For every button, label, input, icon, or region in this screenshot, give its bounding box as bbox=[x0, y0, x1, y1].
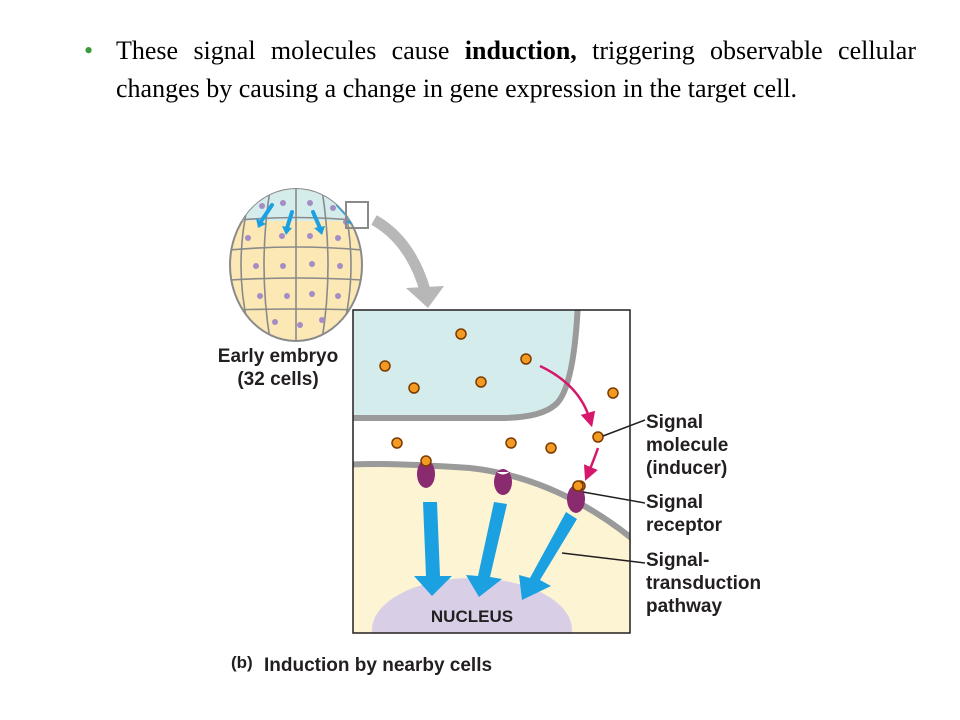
receptors bbox=[417, 455, 585, 513]
bullet-point: • These signal molecules cause induction… bbox=[84, 32, 916, 108]
signal-molecule-label-line1: Signal bbox=[646, 412, 703, 433]
embryo-label-line1: Early embryo bbox=[218, 346, 338, 367]
pathway-label-line1: Signal- bbox=[646, 550, 709, 571]
nucleus-label: NUCLEUS bbox=[431, 607, 513, 626]
bullet-text-bold: induction, bbox=[464, 36, 577, 65]
embryo-label-line2: (32 cells) bbox=[237, 369, 318, 390]
bullet-text-end: triggering observable cellular changes b… bbox=[116, 36, 916, 103]
zoom-arrow bbox=[371, 215, 444, 308]
transduction-arrows bbox=[414, 502, 577, 600]
pathway-label-line2: transduction bbox=[646, 573, 761, 594]
bullet-text-start: These signal molecules cause bbox=[116, 36, 465, 65]
diffusion-arrows bbox=[539, 364, 600, 481]
leader-lines bbox=[561, 419, 646, 564]
early-embryo bbox=[229, 188, 369, 342]
pathway-label-line3: pathway bbox=[646, 596, 722, 617]
caption-letter: (b) bbox=[231, 653, 253, 672]
bullet-text: These signal molecules cause induction, … bbox=[116, 32, 916, 108]
receptor-label-line1: Signal bbox=[646, 492, 703, 513]
signal-molecule-label-line2: molecule bbox=[646, 435, 728, 456]
caption-text: Induction by nearby cells bbox=[264, 655, 492, 676]
signal-molecule-label-line3: (inducer) bbox=[646, 458, 727, 479]
bullet-marker: • bbox=[84, 36, 94, 65]
receptor-label-line2: receptor bbox=[646, 515, 723, 536]
